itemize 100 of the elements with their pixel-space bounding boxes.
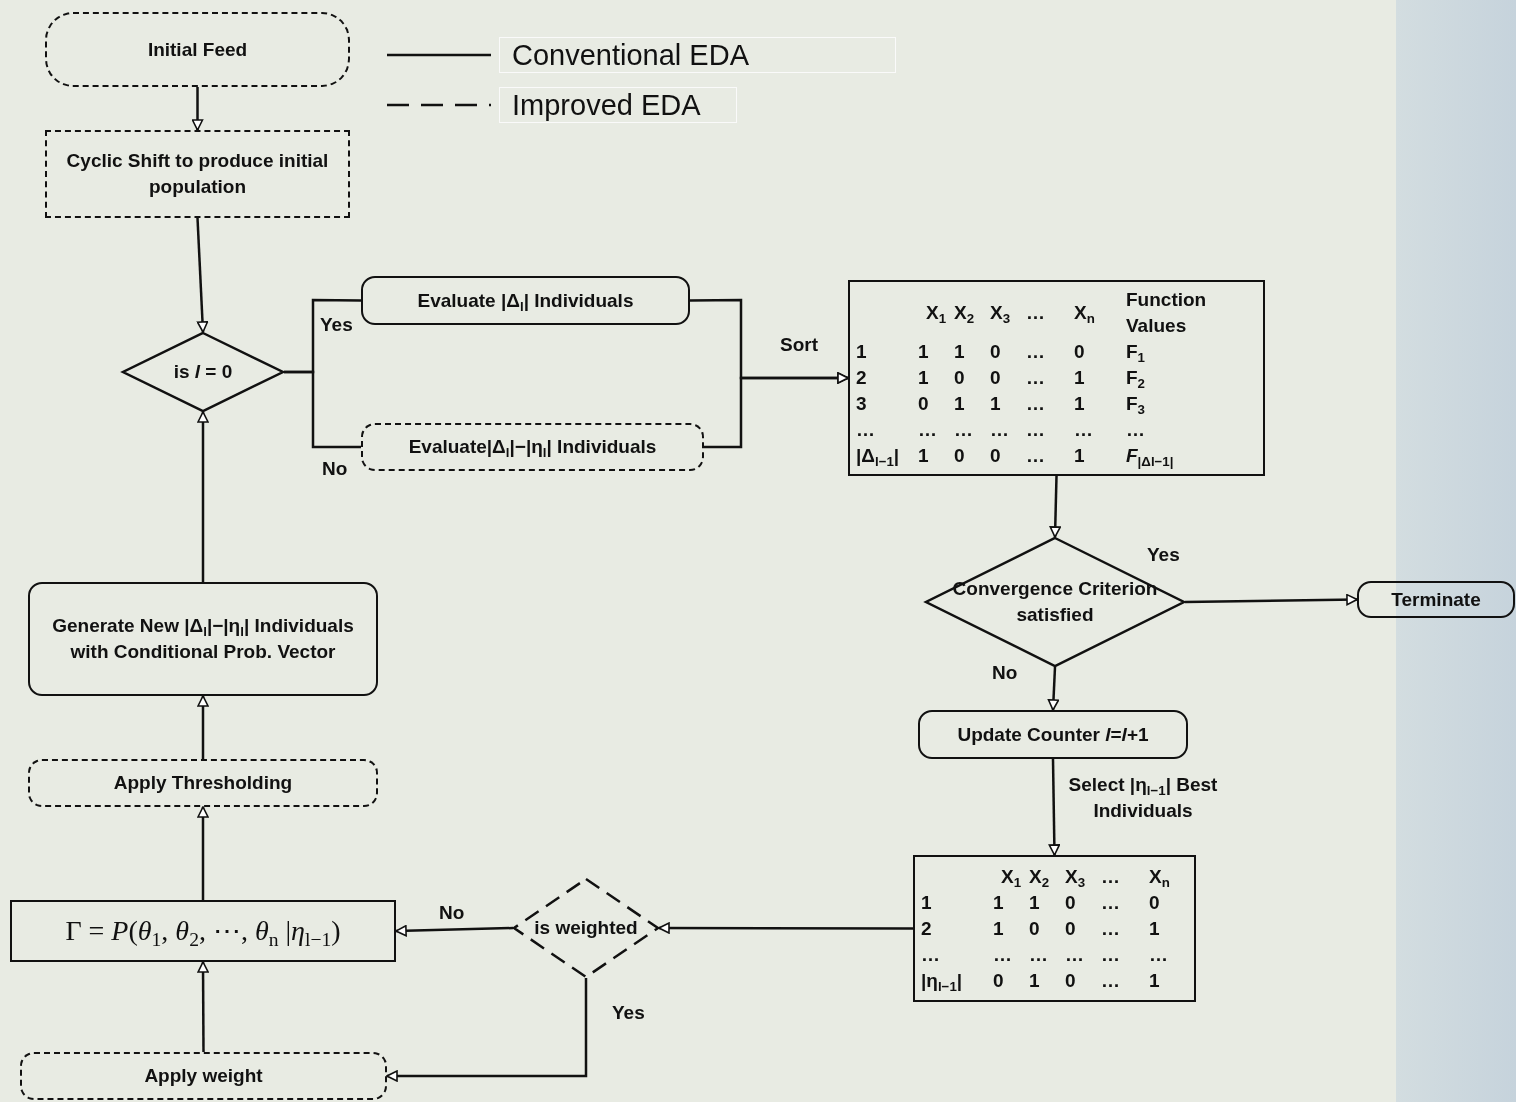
table-cell-text: F$_{3}$	[1126, 392, 1146, 417]
table-cell-text: 0	[1065, 916, 1077, 941]
arrow	[197, 961, 209, 1052]
table-cell-text: 1	[921, 890, 933, 915]
table-cell-text: 0	[1149, 890, 1161, 915]
arrow	[386, 978, 588, 1082]
table-cell-text: 3	[856, 392, 868, 416]
table-cell-text: X$_{1}$	[999, 864, 1023, 890]
node-text: is l = 0	[173, 360, 233, 385]
node-text: Convergence Criterion satisfied	[951, 577, 1159, 627]
table-cell-text: F$_{2}$	[1126, 366, 1146, 391]
table-cell-text: 1	[1029, 890, 1041, 915]
table-cell-text: …	[990, 418, 1010, 442]
decision-diamond	[122, 332, 284, 412]
formula-text: Γ = P(θ$_{1}$, θ$_{2}$, ⋯, θ$_{n}$ |η$_{l−1}$)	[65, 914, 341, 950]
arrow	[1048, 758, 1061, 856]
arrow	[395, 924, 514, 937]
process-box	[361, 423, 704, 471]
table-cell-text: 1	[1074, 366, 1086, 390]
table-cell-text: …	[1065, 942, 1085, 967]
process-box	[10, 900, 396, 962]
legend-text: Improved EDA	[499, 87, 737, 123]
process-box	[28, 582, 378, 696]
table-cell-text: 0	[1065, 890, 1077, 915]
table-cell-text: …	[1026, 366, 1046, 390]
table-cell-text: 1	[954, 340, 966, 364]
table-cell-text: Function Values	[1126, 288, 1208, 338]
node-text: Cyclic Shift to produce initial population	[65, 149, 330, 199]
table-cell-text: X$_{n}$	[1149, 864, 1171, 890]
table-cell-text: …	[1026, 444, 1046, 468]
table-cell-text: 1	[918, 444, 930, 468]
table-cell-text: 0	[954, 444, 966, 468]
node-text: Apply weight	[144, 1064, 263, 1089]
table-cell-text: 1	[993, 890, 1005, 915]
table-cell-text: 1	[990, 392, 1002, 416]
table-cell-text: 1	[1149, 916, 1161, 941]
table-cell-text: …	[1026, 418, 1046, 442]
process-box	[361, 276, 690, 325]
node-text: Initial Feed	[147, 37, 248, 62]
table-cell-text: 0	[990, 340, 1002, 364]
table-cell-text: 1	[993, 916, 1005, 941]
data-table	[848, 280, 1265, 476]
table-cell-text: 1	[1029, 968, 1041, 993]
process-box	[918, 710, 1188, 759]
arrow	[197, 411, 209, 582]
process-box	[45, 130, 350, 218]
table-cell-text: |Δ$_{l−1}$|	[856, 444, 901, 469]
table-cell-text: 1	[856, 340, 868, 364]
table-cell-text: 2	[856, 366, 868, 390]
node-text: Evaluate |Δ$_{l}$| Individuals	[417, 288, 634, 314]
table-cell-text: …	[1101, 890, 1121, 915]
table-cell-text: F$_{1}$	[1126, 340, 1146, 365]
decision-diamond	[513, 878, 659, 978]
table-cell-text: 0	[993, 968, 1005, 993]
table-cell-text: |η$_{l−1}$|	[921, 968, 964, 994]
table-cell-text: …	[1101, 968, 1121, 993]
arrow	[197, 806, 209, 900]
table-cell-text: 1	[954, 392, 966, 416]
table-cell-text: …	[954, 418, 974, 442]
table-cell-text: 1	[1074, 444, 1086, 468]
decision-diamond	[925, 537, 1185, 667]
legend-text: Conventional EDA	[499, 37, 896, 73]
table-cell-text: 0	[1065, 968, 1077, 993]
table-cell-text: …	[921, 942, 941, 967]
table-cell-text: …	[1149, 942, 1169, 967]
table-cell-text: …	[856, 418, 876, 442]
table-cell-text: X$_{3}$	[990, 301, 1012, 326]
process-box	[28, 759, 378, 807]
node-text: Evaluate|Δ$_{l}$|−|η$_{l}$| Individuals	[408, 435, 657, 460]
table-cell-text: …	[1101, 942, 1121, 967]
node-text: is weighted	[534, 916, 638, 941]
table-cell-text: 1	[1074, 392, 1086, 416]
table-cell-text: 0	[990, 444, 1002, 468]
arrow	[196, 217, 209, 333]
table-cell-text: X$_{2}$	[954, 301, 976, 326]
table-cell-text: …	[1126, 418, 1146, 442]
table-cell-text: 1	[918, 366, 930, 390]
table-cell-text: …	[918, 418, 938, 442]
node-text: Terminate	[1391, 587, 1481, 612]
terminal-box	[45, 12, 350, 87]
table-cell-text: X$_{n}$	[1074, 301, 1096, 326]
table-cell-text: 0	[1029, 916, 1041, 941]
process-box	[20, 1052, 387, 1100]
table-cell-text: 1	[1149, 968, 1161, 993]
table-cell-text: …	[1026, 392, 1046, 416]
table-cell-text: …	[1026, 340, 1046, 364]
arrow	[1049, 475, 1062, 538]
table-cell-text: …	[1101, 916, 1121, 941]
arrow	[191, 87, 204, 131]
table-cell-text: …	[1026, 301, 1046, 325]
node-text: Generate New |Δ$_{l}$|−|η$_{l}$| Individuals with Conditional Prob. Vector	[51, 614, 355, 664]
table-cell-text: …	[1029, 942, 1049, 967]
arrow	[704, 372, 849, 449]
data-table	[913, 855, 1196, 1002]
table-cell-text: F$_{|Δl−1|}$	[1126, 444, 1175, 469]
node-text: Apply Thresholding	[113, 771, 293, 796]
arrow	[197, 695, 209, 759]
table-cell-text: 2	[921, 916, 933, 941]
table-cell-text: 1	[918, 340, 930, 364]
table-cell-text: 0	[990, 366, 1002, 390]
